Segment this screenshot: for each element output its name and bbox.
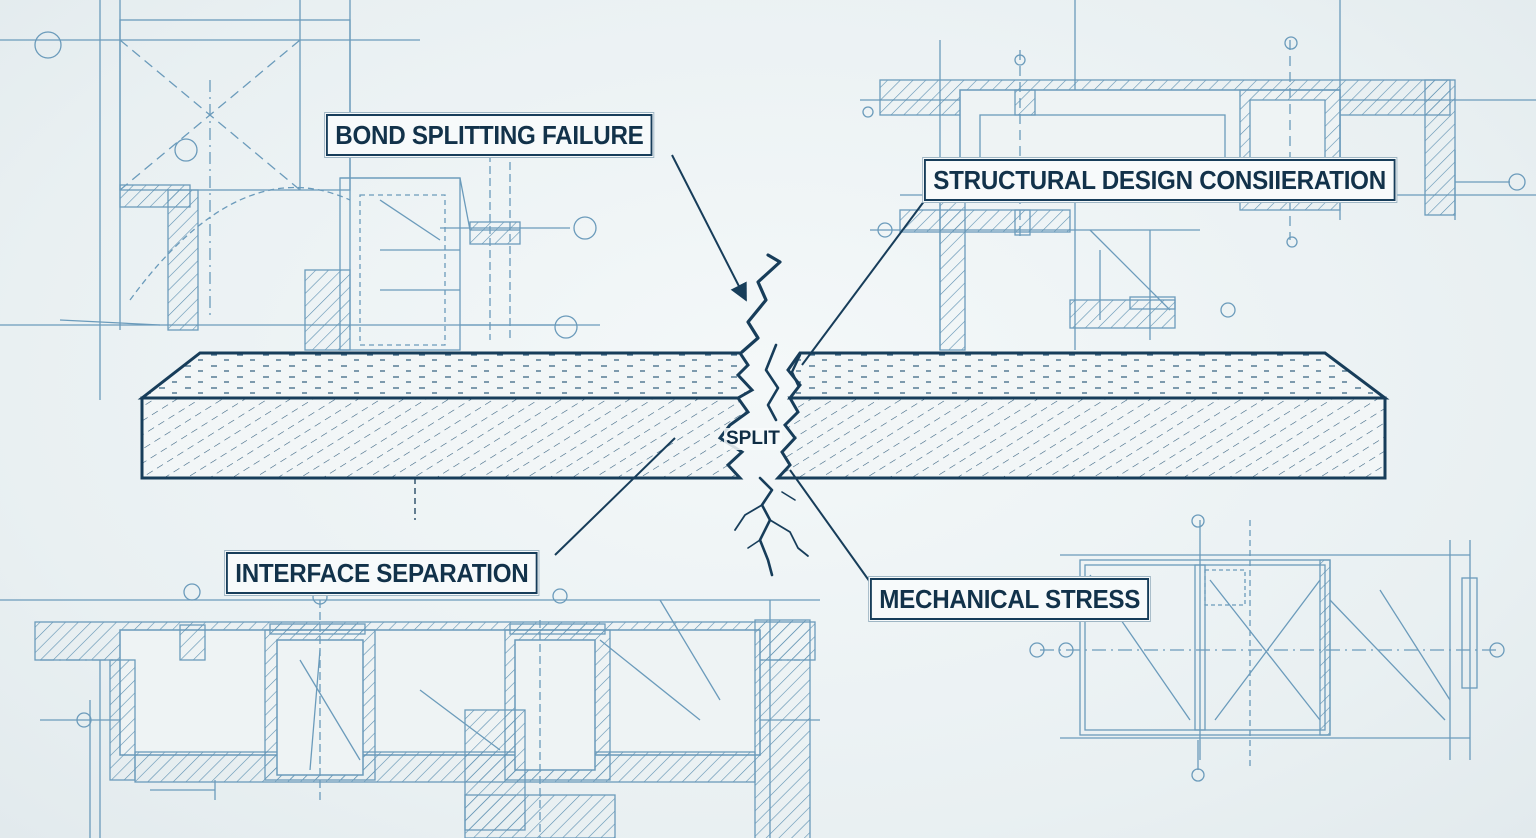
crack-lines bbox=[734, 253, 809, 577]
blueprint-bottom-left bbox=[0, 583, 820, 838]
bond-splitting-failure-label: BOND SPLITTING FAILURE bbox=[326, 114, 653, 156]
interface-separation-label: INTERFACE SEPARATION bbox=[226, 552, 538, 594]
leader-lines bbox=[554, 154, 926, 583]
blueprint-bottom-right bbox=[1029, 514, 1505, 782]
mechanical-stress-label: MECHANICAL STRESS bbox=[870, 578, 1150, 620]
structural-design-label: STRUCTURAL DESIGN CONSIIERATION bbox=[924, 159, 1396, 201]
concrete-slab-left bbox=[137, 351, 755, 480]
concrete-slab-right bbox=[774, 351, 1390, 480]
blueprint-top-left bbox=[0, 0, 600, 520]
split-label: SPLIT bbox=[724, 428, 782, 450]
